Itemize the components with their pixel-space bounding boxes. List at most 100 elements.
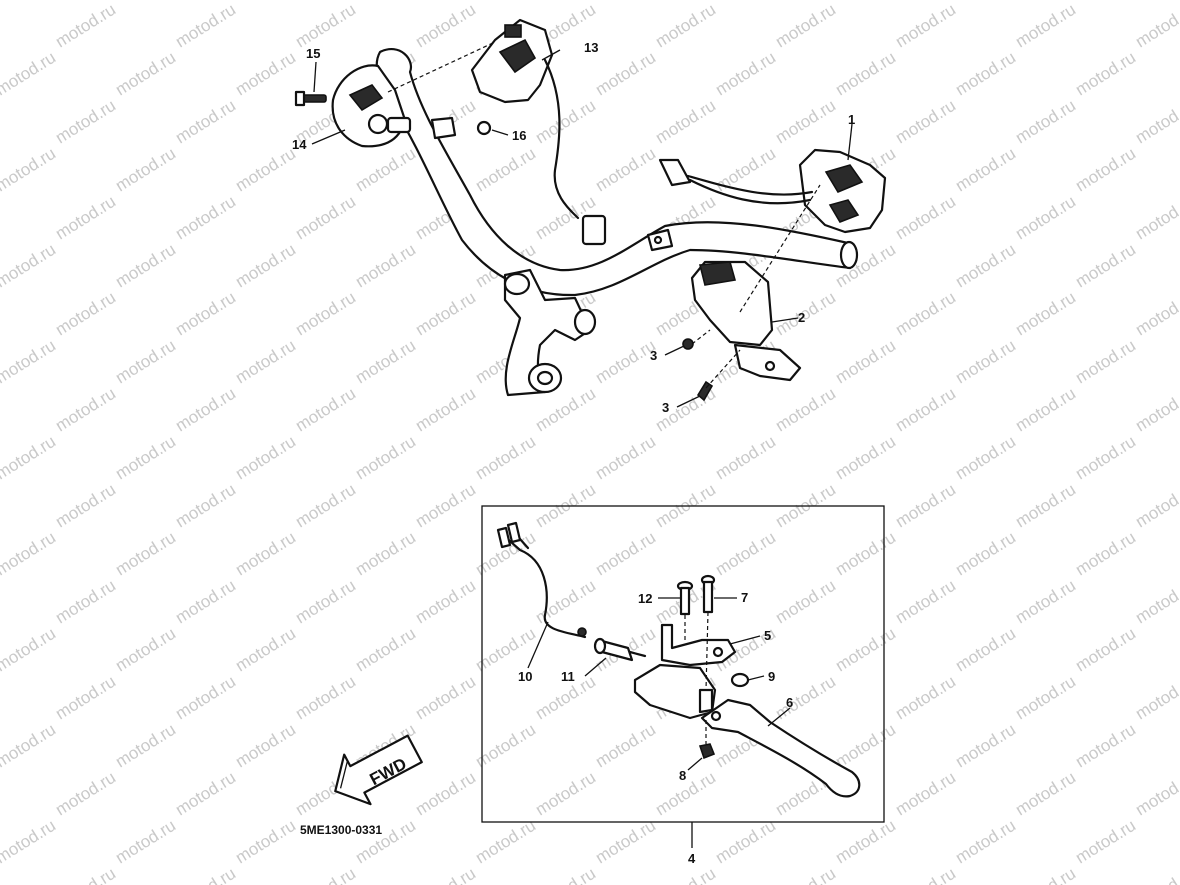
watermark-text: motod.ru <box>232 624 299 676</box>
callout-8: 8 <box>679 768 686 783</box>
callout-3-upper: 3 <box>650 348 657 363</box>
wire-lead-10 <box>496 521 587 639</box>
watermark-text: motod.ru <box>172 384 239 436</box>
watermark-text: motod.ru <box>1072 48 1139 100</box>
callout-1: 1 <box>848 112 855 127</box>
callout-13: 13 <box>584 40 598 55</box>
watermark-text: motod.ru <box>1072 336 1139 388</box>
watermark-text: motod.ru <box>1132 768 1180 820</box>
watermark-text: motod.ru <box>52 768 119 820</box>
watermark-text: motod.ru <box>0 720 59 772</box>
watermark-text: motod.ru <box>0 240 59 292</box>
watermark-text: motod.ru <box>532 576 599 628</box>
screw-12 <box>676 580 694 616</box>
watermark-text: motod.ru <box>172 288 239 340</box>
watermark-text: motod.ru <box>772 0 839 51</box>
callout-3-lower: 3 <box>662 400 669 415</box>
fwd-arrow-icon <box>334 734 423 806</box>
watermark-text: motod.ru <box>892 288 959 340</box>
watermark-text: motod.ru <box>1132 384 1180 436</box>
watermark-text: motod.ru <box>1072 528 1139 580</box>
watermark-text: motod.ru <box>1012 288 1079 340</box>
watermark-text: motod.ru <box>712 48 779 100</box>
watermark-text: motod.ru <box>1132 672 1180 724</box>
callout-16: 16 <box>512 128 526 143</box>
watermark-text: motod.ru <box>52 576 119 628</box>
watermark-text: motod.ru <box>52 96 119 148</box>
callout-2: 2 <box>798 310 805 325</box>
holder-2 <box>690 260 802 382</box>
watermark-text: motod.ru <box>412 864 479 885</box>
watermark-text: motod.ru <box>412 288 479 340</box>
watermark-text: motod.ru <box>172 192 239 244</box>
watermark-text: motod.ru <box>1012 192 1079 244</box>
watermark-text: motod.ru <box>1132 192 1180 244</box>
watermark-text: motod.ru <box>232 528 299 580</box>
watermark-text: motod.ru <box>892 672 959 724</box>
watermark-text: motod.ru <box>52 288 119 340</box>
watermark-text: motod.ru <box>412 768 479 820</box>
watermark-text: motod.ru <box>172 96 239 148</box>
watermark-text: motod.ru <box>232 720 299 772</box>
watermark-text: motod.ru <box>1012 96 1079 148</box>
watermark-text: motod.ru <box>112 432 179 484</box>
watermark-text: motod.ru <box>1132 288 1180 340</box>
watermark-text: motod.ru <box>232 240 299 292</box>
watermark-text: motod.ru <box>232 0 299 3</box>
watermark-text: motod.ru <box>472 432 539 484</box>
brake-lever-6 <box>700 698 861 798</box>
watermark-text: motod.ru <box>172 480 239 532</box>
lever-holder <box>633 663 717 720</box>
watermark-text: motod.ru <box>52 384 119 436</box>
watermark-text: motod.ru <box>52 0 119 51</box>
diagram-code: 5ME1300-0331 <box>300 823 382 837</box>
watermark-text: motod.ru <box>892 768 959 820</box>
watermark-text: motod.ru <box>952 720 1019 772</box>
watermark-text: motod.ru <box>352 0 419 3</box>
watermark-text: motod.ru <box>952 816 1019 868</box>
callout-4: 4 <box>688 851 696 866</box>
watermark-text: motod.ru <box>832 48 899 100</box>
watermark-text: motod.ru <box>0 432 59 484</box>
watermark-text: motod.ru <box>412 480 479 532</box>
watermark-text: motod.ru <box>892 96 959 148</box>
watermark-text: motod.ru <box>1072 816 1139 868</box>
watermark-text: motod.ru <box>592 432 659 484</box>
watermark-text: motod.ru <box>592 144 659 196</box>
watermark-text: motod.ru <box>1072 624 1139 676</box>
watermark-text: motod.ru <box>832 816 899 868</box>
watermark-text: motod.ru <box>1012 768 1079 820</box>
right-handlebar-switch <box>658 148 887 234</box>
watermark-text: motod.ru <box>592 528 659 580</box>
watermark-text: motod.ru <box>292 576 359 628</box>
watermark-text: motod.ru <box>892 576 959 628</box>
watermark-text: motod.ru <box>832 720 899 772</box>
watermark-text: motod.ru <box>232 816 299 868</box>
watermark-text: motod.ru <box>652 96 719 148</box>
watermark-text: motod.ru <box>112 0 179 3</box>
watermark-text: motod.ru <box>172 0 239 51</box>
watermark-text: motod.ru <box>352 624 419 676</box>
watermark-text: motod.ru <box>952 336 1019 388</box>
watermark-text: motod.ru <box>1132 864 1180 885</box>
watermark-text: motod.ru <box>352 240 419 292</box>
watermark-text: motod.ru <box>952 624 1019 676</box>
callout-7: 7 <box>741 590 748 605</box>
watermark-text: motod.ru <box>592 0 659 3</box>
watermark-text: motod.ru <box>0 0 59 3</box>
watermark-text: motod.ru <box>652 0 719 51</box>
watermark-text: motod.ru <box>952 240 1019 292</box>
callout-5: 5 <box>764 628 771 643</box>
callout-15: 15 <box>306 46 320 61</box>
watermark-text: motod.ru <box>532 768 599 820</box>
watermark-text: motod.ru <box>892 0 959 51</box>
watermark-text: motod.ru <box>832 432 899 484</box>
watermark-text: motod.ru <box>592 816 659 868</box>
watermark-text: motod.ru <box>952 432 1019 484</box>
watermark-text: motod.ru <box>772 672 839 724</box>
callout-14: 14 <box>292 137 307 152</box>
watermark-text: motod.ru <box>1012 384 1079 436</box>
watermark-text: motod.ru <box>112 144 179 196</box>
watermark-text: motod.ru <box>1012 480 1079 532</box>
